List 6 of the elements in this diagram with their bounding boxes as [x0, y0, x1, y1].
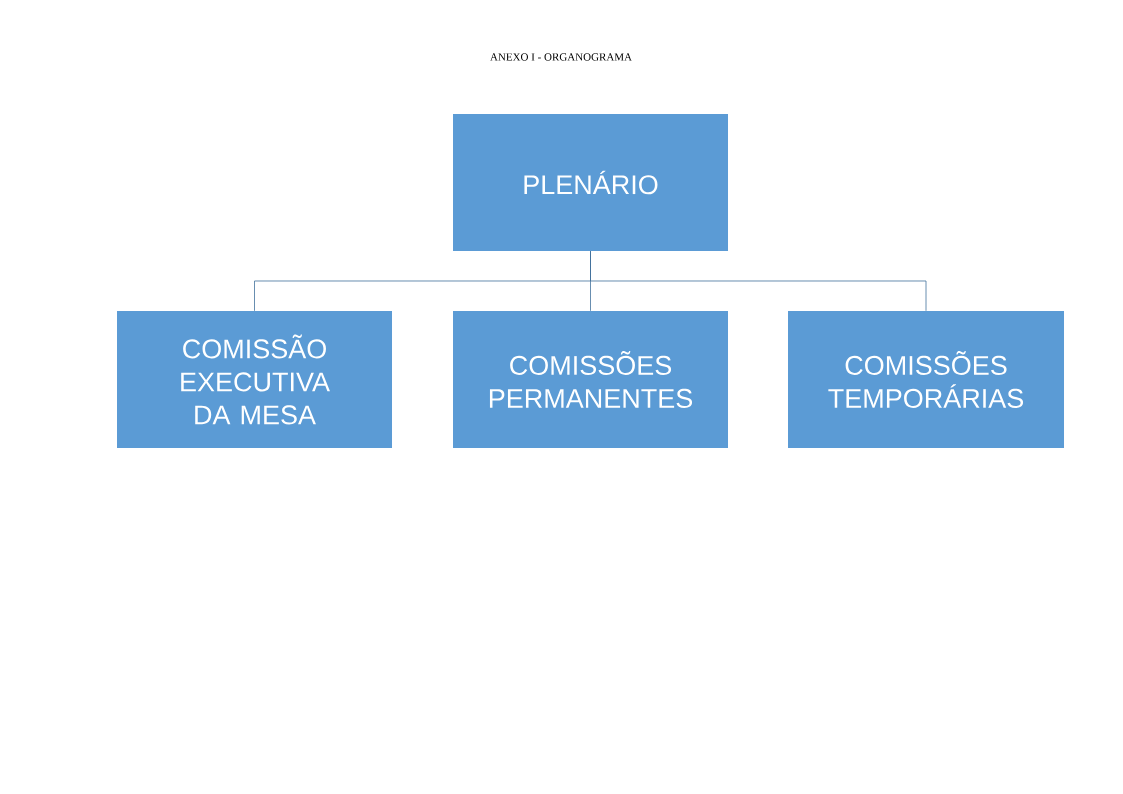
org-box: COMISSÕES PERMANENTES	[453, 311, 728, 448]
connector-line	[590, 250, 927, 312]
title: ANEXO I - ORGANOGRAMA	[490, 53, 632, 61]
org-box: COMISSÃO EXECUTIVA DA MESA	[117, 311, 392, 448]
org-box: COMISSÕES TEMPORÁRIAS	[788, 311, 1064, 448]
org-box: PLENÁRIO	[453, 114, 728, 251]
